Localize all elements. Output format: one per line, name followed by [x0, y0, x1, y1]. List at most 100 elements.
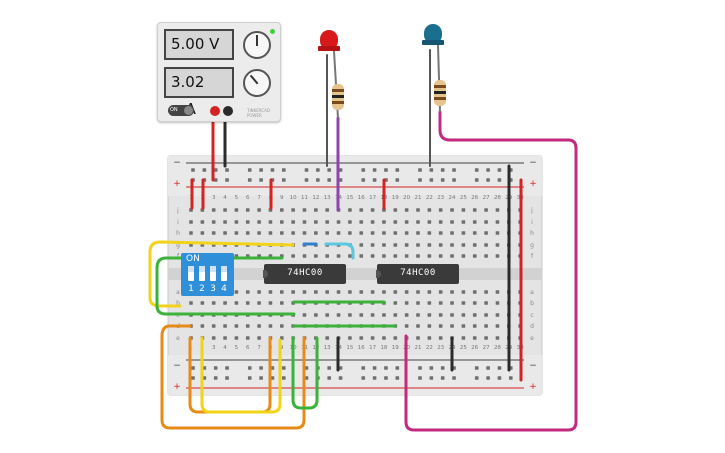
hole[interactable] — [461, 208, 466, 212]
hole[interactable] — [234, 231, 239, 235]
hole[interactable] — [280, 301, 284, 305]
hole[interactable] — [438, 336, 443, 340]
hole[interactable] — [484, 324, 488, 328]
hole[interactable] — [474, 376, 479, 380]
hole[interactable] — [486, 366, 490, 370]
hole[interactable] — [291, 220, 295, 224]
hole[interactable] — [395, 366, 400, 370]
hole[interactable] — [382, 231, 386, 235]
hole[interactable] — [404, 301, 409, 305]
hole[interactable] — [338, 178, 343, 182]
hole[interactable] — [257, 336, 261, 340]
hole[interactable] — [427, 208, 432, 212]
hole[interactable] — [416, 336, 420, 340]
hole[interactable] — [416, 243, 420, 247]
hole[interactable] — [497, 376, 502, 380]
hole[interactable] — [393, 220, 398, 224]
hole[interactable] — [495, 208, 500, 212]
hole[interactable] — [280, 290, 284, 294]
hole[interactable] — [189, 301, 193, 305]
hole[interactable] — [461, 324, 466, 328]
hole[interactable] — [268, 290, 273, 294]
hole[interactable] — [474, 366, 479, 370]
hole[interactable] — [257, 324, 261, 328]
hole[interactable] — [225, 366, 229, 370]
hole[interactable] — [427, 243, 432, 247]
power-switch[interactable]: ON — [168, 105, 194, 116]
hole[interactable] — [393, 231, 398, 235]
dip-toggle-1[interactable] — [188, 266, 194, 281]
hole[interactable] — [461, 336, 466, 340]
hole[interactable] — [372, 366, 377, 370]
hole[interactable] — [189, 231, 193, 235]
hole[interactable] — [211, 336, 216, 340]
hole[interactable] — [450, 324, 454, 328]
hole[interactable] — [450, 220, 454, 224]
hole[interactable] — [325, 254, 329, 258]
hole[interactable] — [211, 324, 216, 328]
negative-terminal[interactable] — [223, 106, 233, 116]
hole[interactable] — [416, 254, 420, 258]
hole[interactable] — [486, 168, 490, 172]
wire-orange-outer[interactable] — [160, 324, 306, 430]
hole[interactable] — [268, 220, 273, 224]
hole[interactable] — [370, 220, 375, 224]
hole[interactable] — [393, 208, 398, 212]
hole[interactable] — [472, 254, 477, 258]
hole[interactable] — [245, 290, 250, 294]
hole[interactable] — [302, 313, 307, 317]
hole[interactable] — [234, 324, 239, 328]
hole[interactable] — [484, 220, 488, 224]
hole[interactable] — [325, 336, 329, 340]
hole[interactable] — [384, 366, 388, 370]
hole[interactable] — [327, 366, 331, 370]
hole[interactable] — [336, 231, 341, 235]
hole[interactable] — [291, 290, 295, 294]
hole[interactable] — [472, 301, 477, 305]
hole[interactable] — [461, 313, 466, 317]
dip-toggle-3[interactable] — [210, 266, 216, 281]
power-supply[interactable]: 5.00 V 3.02 mA ON TINKERCAD POWER — [157, 22, 281, 122]
hole[interactable] — [302, 254, 307, 258]
hole[interactable] — [461, 254, 466, 258]
hole[interactable] — [361, 168, 366, 172]
hole[interactable] — [450, 243, 454, 247]
hole[interactable] — [418, 366, 422, 370]
hole[interactable] — [450, 301, 454, 305]
hole[interactable] — [404, 220, 409, 224]
hole[interactable] — [314, 290, 318, 294]
hole[interactable] — [438, 324, 443, 328]
hole[interactable] — [474, 168, 479, 172]
hole[interactable] — [234, 301, 239, 305]
hole[interactable] — [495, 254, 500, 258]
hole[interactable] — [200, 301, 205, 305]
hole[interactable] — [191, 376, 195, 380]
wire-yellow-bottom[interactable] — [200, 336, 282, 414]
hole[interactable] — [495, 336, 500, 340]
hole[interactable] — [370, 336, 375, 340]
hole[interactable] — [202, 168, 207, 172]
hole[interactable] — [384, 376, 388, 380]
hole[interactable] — [495, 231, 500, 235]
hole[interactable] — [393, 301, 398, 305]
hole[interactable] — [223, 324, 227, 328]
hole[interactable] — [223, 220, 227, 224]
hole[interactable] — [461, 243, 466, 247]
hole[interactable] — [429, 168, 434, 172]
hole[interactable] — [291, 208, 295, 212]
hole[interactable] — [268, 231, 273, 235]
hole[interactable] — [427, 254, 432, 258]
hole[interactable] — [348, 254, 352, 258]
hole[interactable] — [395, 376, 400, 380]
hole[interactable] — [472, 231, 477, 235]
hole[interactable] — [472, 324, 477, 328]
hole[interactable] — [259, 376, 263, 380]
hole[interactable] — [200, 324, 205, 328]
hole[interactable] — [472, 208, 477, 212]
hole[interactable] — [191, 366, 195, 370]
hole[interactable] — [270, 168, 275, 172]
hole[interactable] — [361, 366, 366, 370]
hole[interactable] — [325, 231, 329, 235]
hole[interactable] — [370, 243, 375, 247]
hole[interactable] — [440, 168, 445, 172]
